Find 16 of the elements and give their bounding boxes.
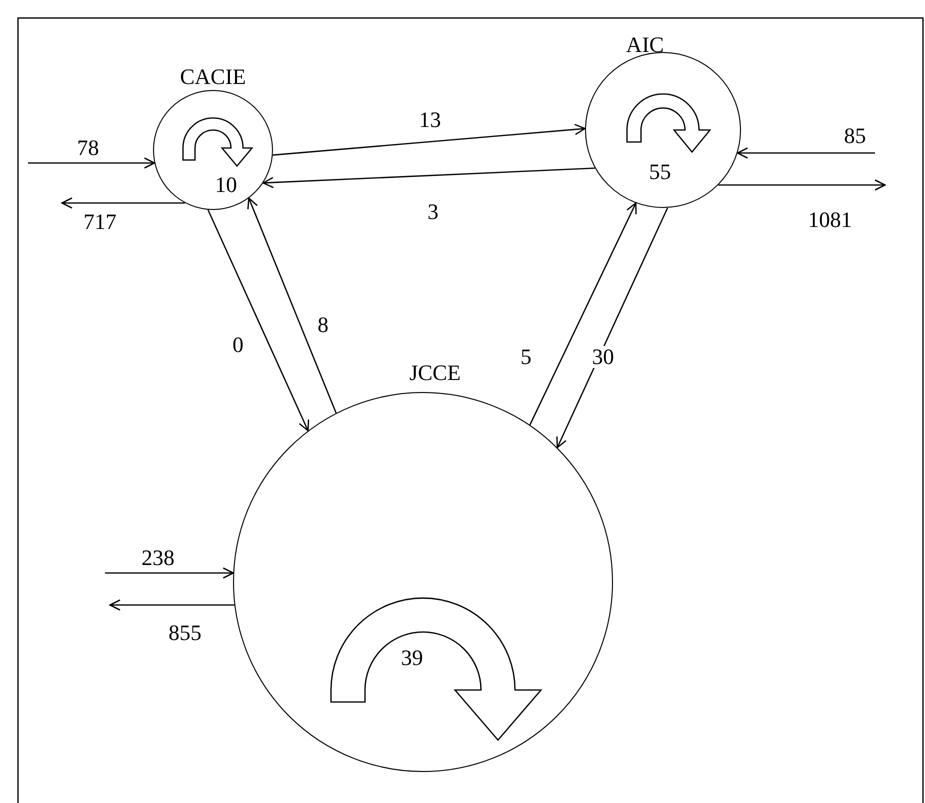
node-title: JCCE: [409, 362, 461, 384]
node-title: AIC: [626, 34, 664, 56]
arrow: [109, 599, 234, 611]
arrow: [105, 567, 234, 579]
edge-label: 30: [591, 346, 615, 368]
arrow: [718, 179, 886, 191]
arrow: [207, 210, 310, 432]
arrow: [262, 167, 595, 188]
arrow: [28, 157, 156, 169]
arrow: [556, 208, 668, 448]
arrow: [529, 202, 637, 426]
arrow: [61, 197, 185, 209]
arrow: [272, 124, 586, 156]
node-title: CACIE: [180, 66, 246, 88]
arrow: [247, 198, 337, 414]
arrow: [736, 147, 875, 159]
